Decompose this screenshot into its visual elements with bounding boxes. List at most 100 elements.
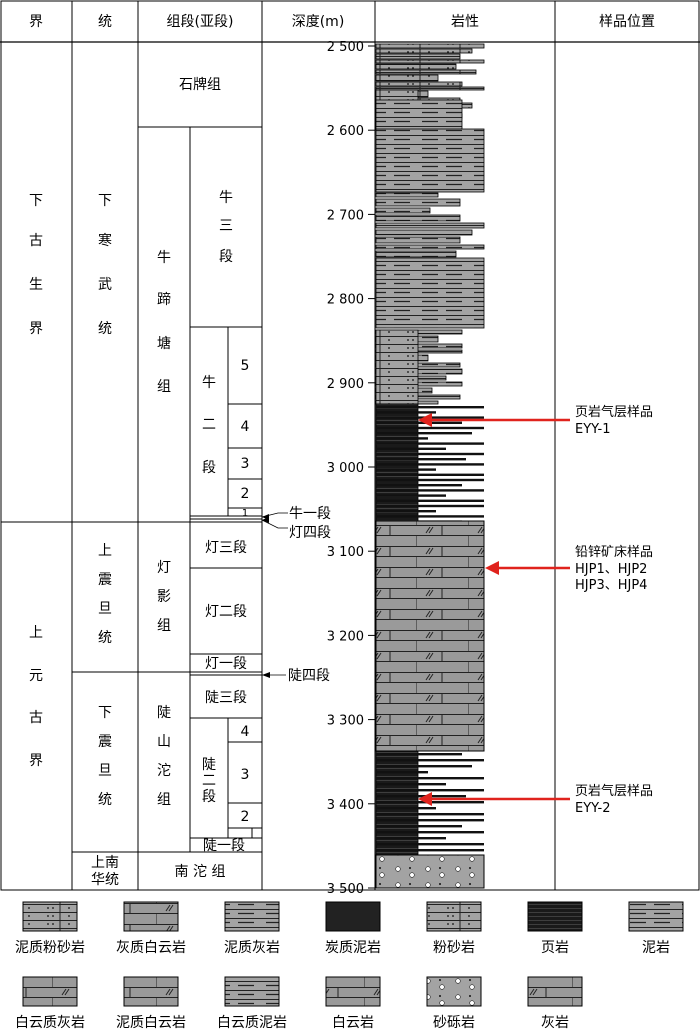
era-char: 古: [29, 710, 43, 726]
legend-swatch: [22, 976, 78, 1007]
shale-line: [376, 837, 446, 840]
shale-line: [376, 421, 462, 424]
formation-char: 塘: [157, 336, 171, 352]
formation-shipai: 石牌组: [179, 76, 221, 93]
member-deng1: 灯一段: [205, 656, 247, 672]
callout-niu1: 牛一段: [289, 506, 331, 522]
series-char: 上: [98, 543, 112, 559]
mudstone-layer: [375, 69, 477, 75]
sample-2-title: 铅锌矿床样品: [575, 545, 653, 560]
legend-item-dolomite: 白云岩: [325, 976, 381, 1031]
series-char: 统: [98, 321, 112, 337]
siltstone-layer: [375, 329, 419, 405]
shale-line: [376, 484, 462, 487]
member-char: 二: [202, 417, 216, 433]
shale-line: [376, 819, 484, 822]
formation-char: 组: [157, 618, 171, 634]
shale-line: [376, 452, 484, 456]
shale-line: [376, 825, 462, 828]
sample-3-id: EYY-2: [575, 801, 611, 816]
mudstone-layer: [375, 207, 431, 214]
mudstone-layer: [375, 59, 485, 64]
formation-char: 山: [157, 734, 171, 750]
shale-line: [376, 504, 484, 508]
legend-item-calcareous-dolomite: 灰质白云岩: [116, 901, 186, 956]
series-char: 武: [98, 277, 112, 293]
header-depth: 深度(m): [292, 14, 345, 30]
legend-swatch: [22, 901, 78, 932]
header-lithology: 岩性: [451, 14, 479, 30]
member-char: 三: [219, 218, 233, 234]
legend-item-argillaceous-limestone: 泥质灰岩: [224, 901, 280, 956]
member-deng3: 灯三段: [205, 540, 247, 556]
callout-deng4: 灯四段: [289, 525, 331, 541]
legend-swatch: [224, 901, 280, 932]
shale-line: [376, 789, 484, 792]
shale-line: [376, 771, 428, 774]
series-char: 震: [98, 734, 112, 750]
series-char: 旦: [98, 601, 112, 617]
formation-char: 沱: [157, 762, 171, 779]
depth-label: 3 400: [327, 798, 364, 813]
mudstone-layer: [375, 74, 439, 82]
legend-label: 泥质灰岩: [224, 940, 280, 956]
depth-label: 2 800: [327, 293, 364, 308]
shale-line: [376, 478, 484, 482]
shale-line: [376, 777, 484, 780]
shale-line: [376, 473, 484, 476]
era-char: 元: [29, 668, 43, 684]
sample-2-id-b: HJP3、HJP4: [575, 578, 647, 593]
era-char: 下: [29, 193, 43, 209]
mudstone-layer: [375, 250, 457, 258]
legend-label: 泥质粉砂岩: [15, 940, 85, 956]
legend-label: 页岩: [541, 940, 569, 956]
depth-label: 3 200: [327, 629, 364, 644]
formation-nantuo: 南 沱 组: [175, 863, 226, 880]
legend-label: 泥质白云岩: [116, 1015, 186, 1031]
sample-annotations: 页岩气层样品 EYY-1 铅锌矿床样品 HJP1、HJP2 HJP3、HJP4 …: [418, 404, 653, 816]
sub-member-2: 2: [241, 486, 250, 502]
legend-swatch: [426, 976, 482, 1007]
depth-label: 2 900: [327, 377, 364, 392]
shale-line: [376, 447, 446, 450]
shale-line: [376, 437, 428, 440]
series-char: 下: [98, 193, 112, 209]
legend-swatch: [628, 901, 684, 932]
member-char: 牛: [219, 190, 233, 206]
mudstone-layer: [375, 63, 457, 70]
legend-label: 砂砾岩: [433, 1015, 475, 1031]
series-char: 旦: [98, 763, 112, 779]
legend-swatch: [224, 976, 280, 1007]
shale-line: [376, 458, 466, 461]
era-char: 界: [29, 321, 43, 337]
legend-item-shale: 页岩: [527, 901, 583, 956]
legend-label: 白云岩: [332, 1015, 374, 1031]
era-char: 生: [29, 277, 43, 293]
formation-char: 影: [157, 589, 171, 605]
legend-swatch: [426, 901, 482, 932]
sub-member-4: 4: [241, 724, 250, 740]
header-formation: 组段(亚段): [167, 14, 234, 30]
mudstone-layer: [375, 229, 473, 236]
mudstone-layer: [375, 43, 485, 49]
mudstone-layer: [375, 192, 439, 198]
shale-line: [376, 795, 466, 798]
series-char: 寒: [98, 232, 112, 249]
mudstone-layer: [375, 128, 485, 193]
shale-line: [376, 831, 484, 834]
series-char: 统: [98, 792, 112, 808]
shale-line: [376, 807, 436, 810]
mudstone-layer: [375, 81, 463, 87]
legend-label: 灰岩: [541, 1015, 569, 1031]
shale-line: [376, 510, 436, 513]
shale-line: [376, 494, 446, 497]
legend-swatch: [123, 901, 179, 932]
era-column: 下 古 生 界 上 元 古 界: [29, 193, 43, 769]
boundary-callouts: 牛一段 灯四段 陡四段: [261, 506, 331, 684]
sub-member-3: 3: [241, 456, 250, 472]
depth-label: 3 500: [327, 882, 364, 897]
sub-member-2: 2: [241, 809, 250, 825]
depth-label: 3 000: [327, 461, 364, 476]
formation-column: 石牌组 牛 蹄 塘 组 灯 影 组 陡 山 沱 组 南 沱 组 牛 三 段 牛 …: [157, 76, 250, 880]
